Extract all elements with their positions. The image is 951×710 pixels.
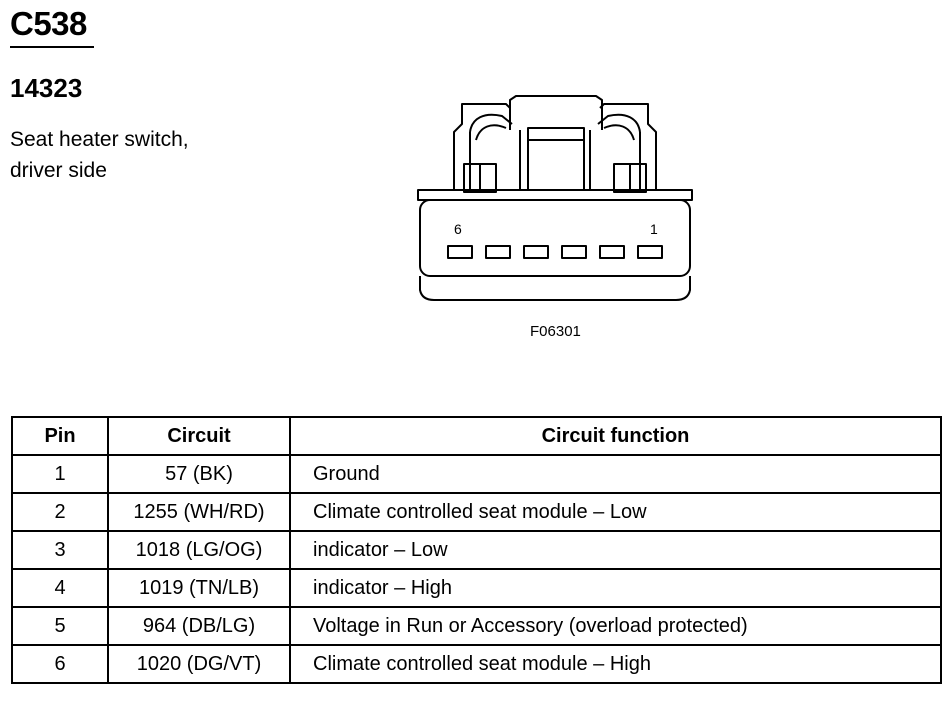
circuit-function: indicator – High [289, 568, 942, 608]
connector-flange [417, 189, 693, 201]
pin-number: 5 [11, 606, 109, 646]
circuit-function: Voltage in Run or Accessory (overload pr… [289, 606, 942, 646]
header-circuit: Circuit [107, 416, 291, 456]
pin-number: 4 [11, 568, 109, 608]
table-row: 2 1255 (WH/RD) Climate controlled seat m… [11, 492, 942, 532]
pin-cavity-3 [561, 245, 587, 259]
pinout-table: Pin Circuit Circuit function 1 57 (BK) G… [11, 416, 942, 684]
table-header-row: Pin Circuit Circuit function [11, 416, 942, 456]
circuit-function: Ground [289, 454, 942, 494]
circuit-code: 57 (BK) [107, 454, 291, 494]
table-row: 4 1019 (TN/LB) indicator – High [11, 568, 942, 608]
pin-cavity-5 [485, 245, 511, 259]
pin-cavity-6 [447, 245, 473, 259]
circuit-function: Climate controlled seat module – High [289, 644, 942, 684]
connector-id-underline [10, 46, 94, 48]
circuit-function: indicator – Low [289, 530, 942, 570]
pin-number: 6 [11, 644, 109, 684]
pin-cavity-4 [523, 245, 549, 259]
circuit-code: 1255 (WH/RD) [107, 492, 291, 532]
circuit-code: 964 (DB/LG) [107, 606, 291, 646]
connector-right-shoulder [599, 103, 657, 190]
connector-pin-face [419, 199, 691, 277]
header-pin: Pin [11, 416, 109, 456]
part-number: 14323 [10, 73, 83, 103]
table-row: 6 1020 (DG/VT) Climate controlled seat m… [11, 644, 942, 684]
pin-cavity-2 [599, 245, 625, 259]
pin-cavity-1 [637, 245, 663, 259]
circuit-code: 1018 (LG/OG) [107, 530, 291, 570]
pin-number: 1 [11, 454, 109, 494]
figure-code: F06301 [530, 323, 581, 340]
table-row: 5 964 (DB/LG) Voltage in Run or Accessor… [11, 606, 942, 646]
circuit-code: 1019 (TN/LB) [107, 568, 291, 608]
connector-description: Seat heater switch, driver side [10, 128, 189, 182]
pin-number: 3 [11, 530, 109, 570]
connector-left-shoulder [453, 103, 511, 190]
pin-label-1: 1 [650, 221, 658, 237]
connector-latch [509, 95, 603, 130]
connector-face-diagram: 6 1 [410, 90, 700, 310]
table-row: 3 1018 (LG/OG) indicator – Low [11, 530, 942, 570]
connector-skirt [419, 276, 691, 301]
connector-left-clip [469, 113, 513, 133]
table-row: 1 57 (BK) Ground [11, 454, 942, 494]
pin-label-6: 6 [454, 221, 462, 237]
header-circuit-function: Circuit function [289, 416, 942, 456]
circuit-function: Climate controlled seat module – Low [289, 492, 942, 532]
connector-id: C538 [10, 5, 87, 42]
circuit-code: 1020 (DG/VT) [107, 644, 291, 684]
pin-number: 2 [11, 492, 109, 532]
connector-lock-block [527, 127, 585, 191]
connector-right-clip [597, 113, 641, 133]
